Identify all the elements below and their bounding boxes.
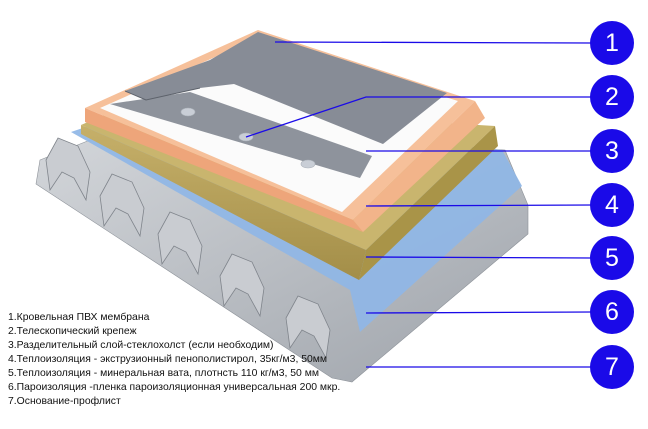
legend-item: 1.Кровельная ПВХ мембрана <box>8 312 150 323</box>
deck-rib <box>45 137 91 202</box>
deck-rib <box>157 211 203 276</box>
callout-badge-7: 7 <box>590 345 634 389</box>
layers-legend: 1.Кровельная ПВХ мембрана 2.Телескопичес… <box>8 311 340 409</box>
callout-badge-6: 6 <box>590 290 634 334</box>
legend-item: 3.Разделительный слой-стеклохолст (если … <box>8 340 274 351</box>
leader-lines <box>245 41 593 368</box>
deck-rib <box>285 295 331 360</box>
callout-badge-5: 5 <box>590 236 634 280</box>
callout-badge-1: 1 <box>590 21 634 65</box>
legend-item: 4.Теплоизоляция - экструзионный пенополи… <box>8 354 328 365</box>
fastener-icon <box>180 107 196 117</box>
deck-rib <box>219 253 265 318</box>
callout-badge-2: 2 <box>590 75 634 119</box>
fastener-icon <box>300 159 316 169</box>
legend-item: 7.Основание-профлист <box>8 396 121 407</box>
legend-item: 5.Теплоизоляция - минеральная вата, плот… <box>8 368 319 379</box>
pvc-membrane-layer <box>125 32 447 144</box>
callout-badge-3: 3 <box>590 129 634 173</box>
legend-item: 2.Телескопический крепеж <box>8 326 137 337</box>
legend-item: 6.Пароизоляция -пленка пароизоляционная … <box>8 382 341 393</box>
deck-rib <box>99 173 145 238</box>
callout-badge-4: 4 <box>590 183 634 227</box>
